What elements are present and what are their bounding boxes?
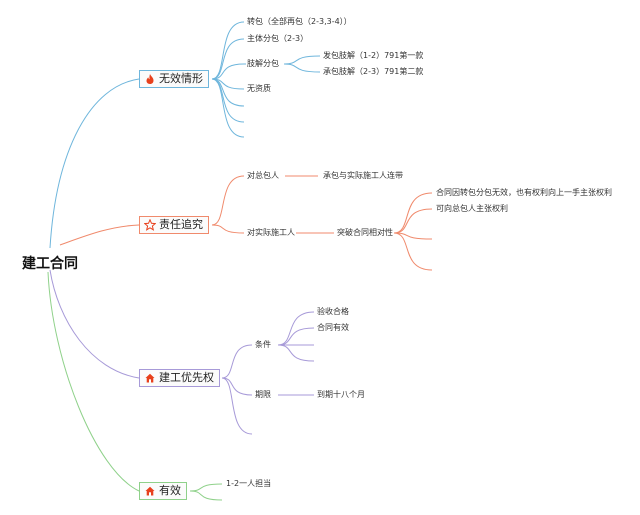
connector-line [221, 344, 253, 379]
connector-line [283, 55, 321, 65]
branch-node-invalid[interactable]: 无效情形 [139, 70, 209, 88]
connector-line [277, 327, 315, 346]
connector-line [393, 192, 433, 234]
leaf-node[interactable]: 合同有效 [317, 323, 349, 332]
root-node[interactable]: 建工合同 [22, 256, 78, 272]
home-icon [144, 485, 156, 497]
sub-node[interactable]: 期限 [255, 390, 271, 399]
fire-icon [144, 73, 156, 85]
leaf-node[interactable]: 无资质 [247, 84, 271, 93]
sub-node[interactable]: 条件 [255, 340, 271, 349]
leaf-node[interactable]: 发包肢解（1-2）791第一款 [323, 51, 424, 60]
root-connector [59, 224, 140, 246]
connector-line [189, 483, 223, 492]
branch-node-priority[interactable]: 建工优先权 [139, 369, 220, 387]
sub-node[interactable]: 突破合同相对性 [337, 228, 393, 237]
branch-label: 责任追究 [159, 218, 203, 231]
connector-line [393, 232, 433, 271]
connector-line [221, 377, 253, 435]
leaf-node[interactable]: 转包（全部再包（2-3,3-4）） [247, 17, 352, 26]
sub-node[interactable]: 对总包人 [247, 171, 279, 180]
connector-line [277, 344, 315, 362]
leaf-node[interactable]: 1-2一人担当 [226, 479, 272, 488]
branch-label: 有效 [159, 484, 181, 497]
connector-line [393, 232, 433, 240]
leaf-node[interactable]: 主体分包（2-3） [247, 34, 309, 43]
connector-line [211, 63, 245, 80]
branch-node-valid[interactable]: 有效 [139, 482, 187, 500]
branch-label: 无效情形 [159, 72, 203, 85]
root-connector [49, 78, 140, 249]
connector-line [283, 63, 321, 73]
branch-node-liability[interactable]: 责任追究 [139, 216, 209, 234]
leaf-node[interactable]: 承包肢解（2-3）791第二款 [323, 67, 424, 76]
connector-line [211, 78, 245, 107]
leaf-node[interactable]: 承包与实际施工人连带 [323, 171, 403, 180]
branch-label: 建工优先权 [159, 371, 214, 384]
root-connector [49, 269, 140, 379]
connector-line [211, 21, 245, 80]
connector-line [393, 208, 433, 234]
leaf-node[interactable]: 到期十八个月 [317, 390, 365, 399]
connector-line [211, 38, 245, 80]
home-icon [144, 372, 156, 384]
sub-node[interactable]: 对实际施工人 [247, 228, 295, 237]
connector-line [211, 78, 245, 138]
sub-node[interactable]: 肢解分包 [247, 59, 279, 68]
root-connector [47, 271, 140, 492]
star-icon [144, 219, 156, 231]
connector-line [211, 224, 245, 234]
leaf-node[interactable]: 可向总包人主张权利 [436, 204, 508, 213]
leaf-node[interactable]: 验收合格 [317, 307, 349, 316]
leaf-node[interactable]: 合同因转包分包无效，也有权利向上一手主张权利 [436, 188, 612, 197]
connector-line [211, 175, 245, 226]
connector-line [189, 490, 223, 501]
